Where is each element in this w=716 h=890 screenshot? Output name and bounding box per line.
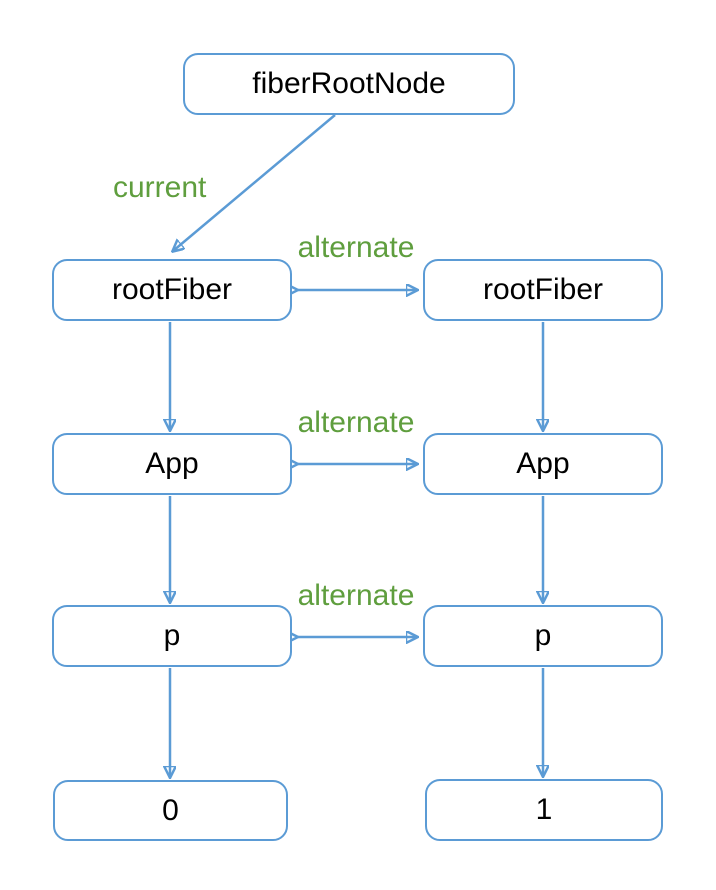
- edge-current-arrow: [173, 114, 336, 251]
- node-app-current: App: [52, 433, 292, 495]
- node-p-alternate: p: [423, 605, 663, 667]
- node-root-fiber-alternate: rootFiber: [423, 259, 663, 321]
- edge-label-alternate-app: alternate: [297, 406, 415, 439]
- edge-label-current: current: [113, 171, 207, 204]
- node-fiber-root-node: fiberRootNode: [183, 53, 515, 115]
- node-app-alternate: App: [423, 433, 663, 495]
- node-p-current: p: [52, 605, 292, 667]
- node-child-0: 0: [53, 780, 288, 841]
- node-child-1: 1: [425, 779, 663, 841]
- edge-label-alternate-rootfiber: alternate: [297, 231, 415, 264]
- edge-label-alternate-p: alternate: [297, 579, 415, 612]
- node-root-fiber-current: rootFiber: [52, 259, 292, 321]
